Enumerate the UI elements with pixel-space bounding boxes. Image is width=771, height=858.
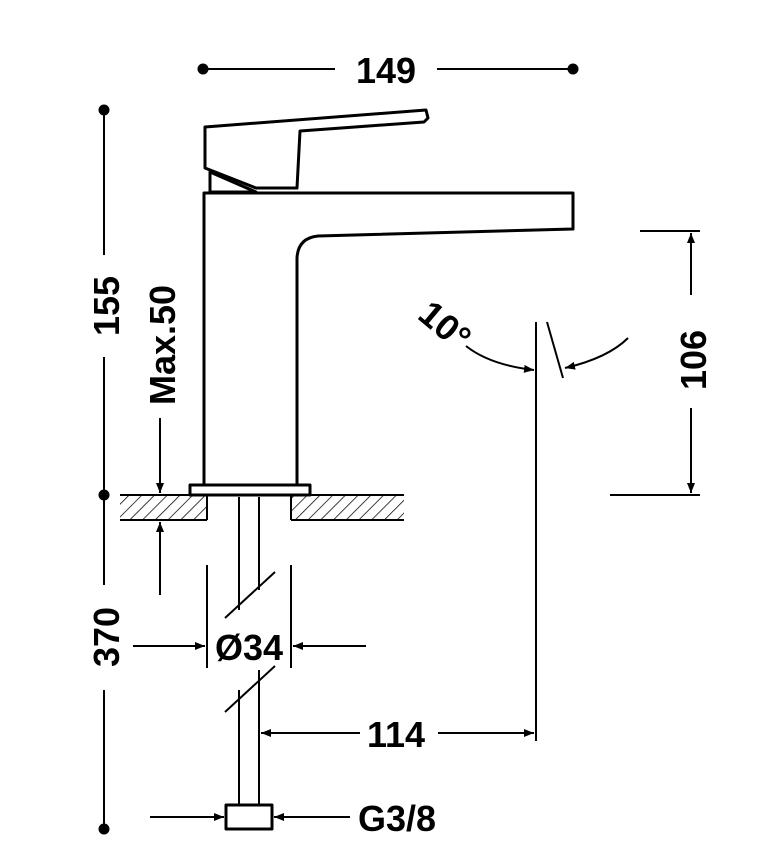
hose-length-label: 370 bbox=[86, 607, 127, 667]
spout-height-label: 106 bbox=[673, 330, 714, 390]
spout-height-dimension: 106 bbox=[610, 230, 714, 496]
countertop bbox=[120, 494, 404, 521]
height-dimension: 155 bbox=[86, 104, 127, 835]
base-flange bbox=[188, 483, 312, 497]
connection-dimension: G3/8 bbox=[150, 798, 436, 839]
connection-label: G3/8 bbox=[358, 798, 436, 839]
overall-height-label: 155 bbox=[86, 276, 127, 336]
diameter-label: Ø34 bbox=[215, 627, 283, 668]
reach-dimension: 114 bbox=[261, 322, 537, 755]
reach-label: 114 bbox=[367, 714, 425, 755]
lever-handle bbox=[203, 108, 430, 190]
deck-thickness-dimension: Max.50 bbox=[142, 285, 183, 595]
angle-dimension: 10° bbox=[411, 292, 629, 379]
hose-length-dimension: 370 bbox=[86, 495, 127, 829]
width-label: 149 bbox=[356, 50, 416, 91]
deck-thickness-label: Max.50 bbox=[142, 285, 183, 405]
width-dimension: 149 bbox=[197, 50, 579, 91]
supply-hose bbox=[224, 497, 276, 831]
spout bbox=[202, 191, 575, 487]
diameter-dimension: Ø34 bbox=[133, 565, 366, 668]
faucet-body bbox=[188, 108, 575, 497]
connector-nut bbox=[224, 803, 274, 831]
